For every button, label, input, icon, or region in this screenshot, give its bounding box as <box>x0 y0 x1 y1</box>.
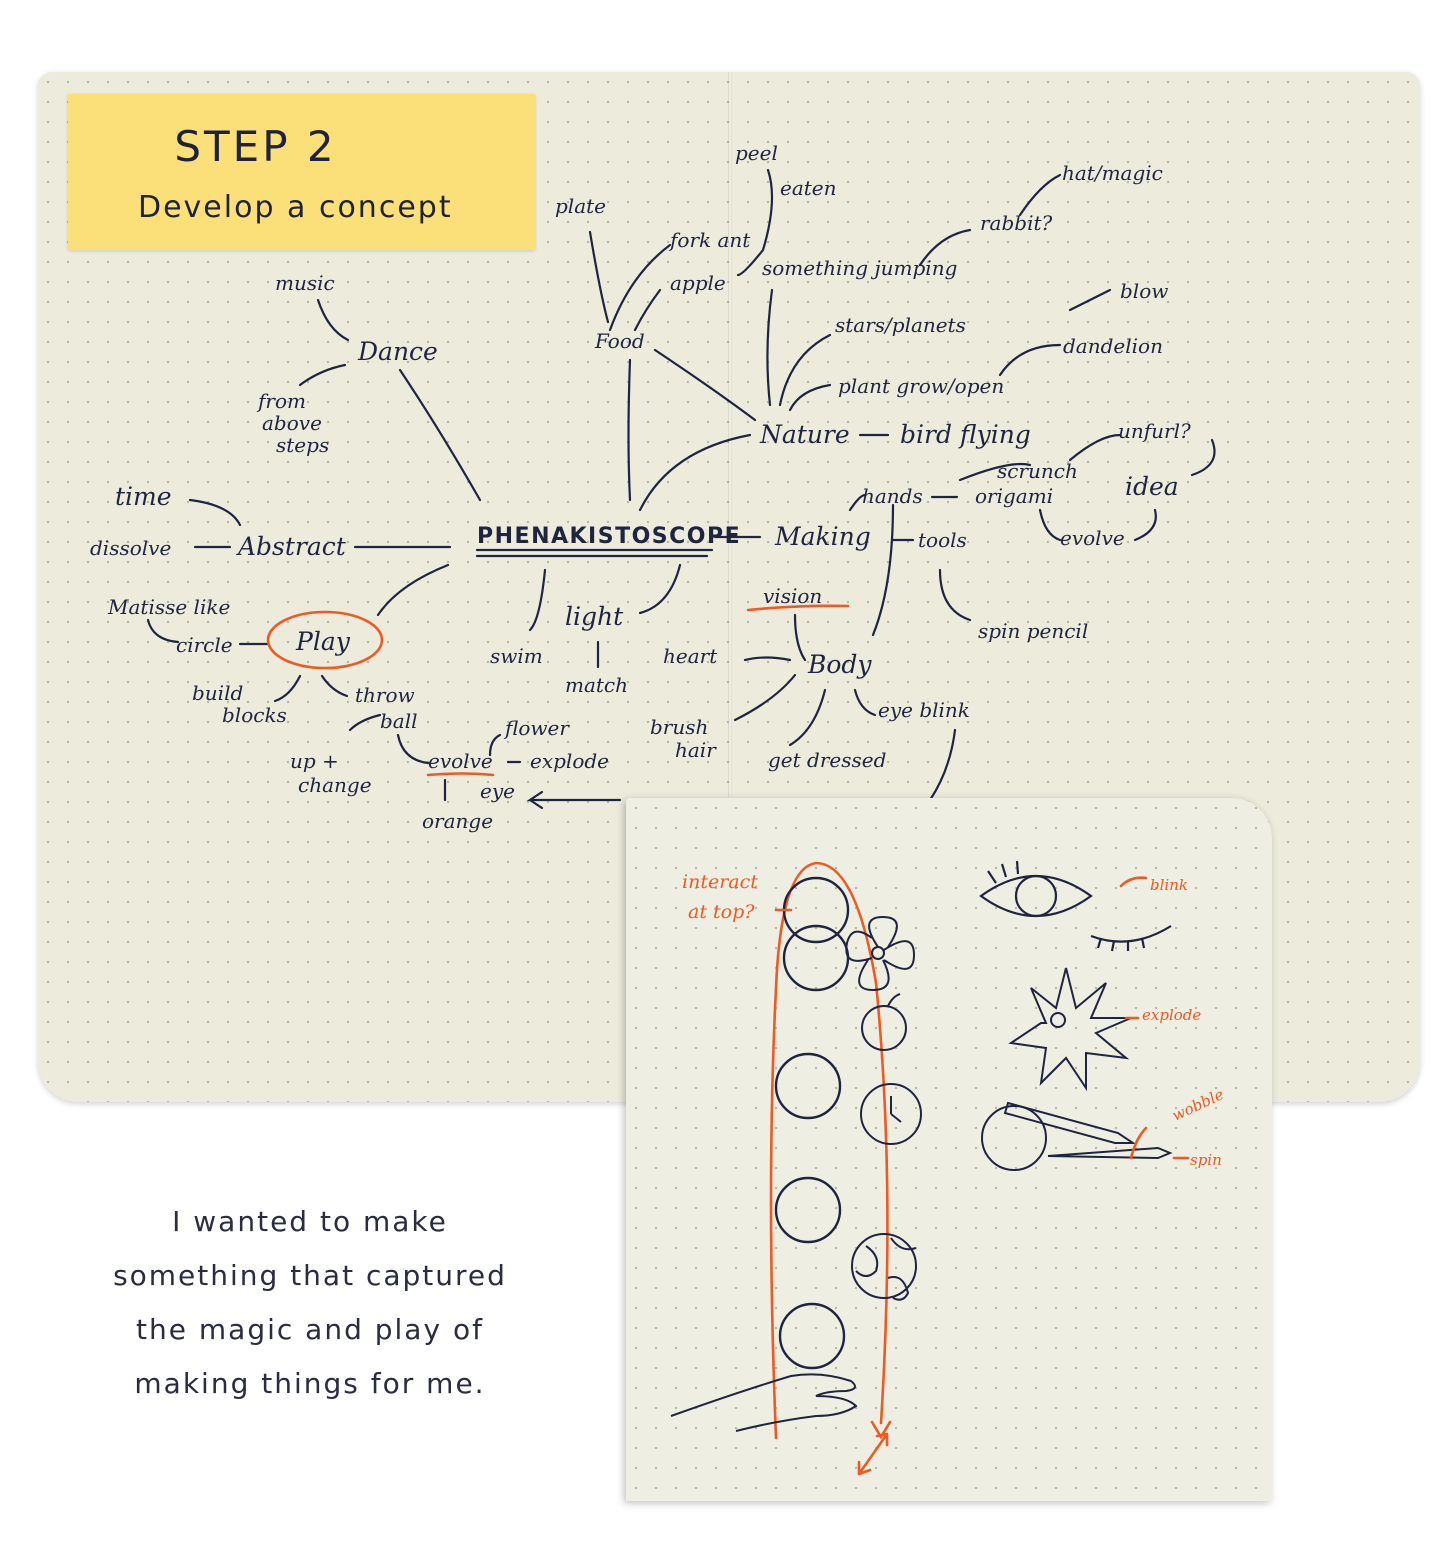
apple-icon <box>862 994 906 1050</box>
caption-line-1: I wanted to make <box>60 1195 560 1249</box>
caption: I wanted to make something that captured… <box>60 1195 560 1411</box>
eye-icon <box>981 861 1091 916</box>
note-blink: blink <box>1150 876 1188 894</box>
caption-line-2: something that captured <box>60 1249 560 1303</box>
caption-line-4: making things for me. <box>60 1357 560 1411</box>
ball-circles <box>776 878 848 1368</box>
motion-arrow <box>771 863 887 1438</box>
note-interact: interact <box>682 871 758 893</box>
sketch-drawings: interact at top? blink explode wobble sp… <box>626 798 1272 1501</box>
note-explode: explode <box>1142 1006 1201 1024</box>
sticky-note: STEP 2 Develop a concept <box>68 94 535 250</box>
note-at-top: at top? <box>688 901 755 923</box>
step-title: STEP 2 <box>22 122 489 171</box>
clock-icon <box>861 1084 921 1144</box>
caption-line-3: the magic and play of <box>60 1303 560 1357</box>
pencil-icon <box>982 1103 1170 1170</box>
step-subtitle: Develop a concept <box>138 190 453 225</box>
globe-icon <box>852 1234 916 1300</box>
explode-icon <box>1011 968 1131 1088</box>
note-wobble: wobble <box>1169 1085 1226 1125</box>
note-spin: spin <box>1190 1151 1222 1169</box>
closed-eye-icon <box>1091 926 1171 951</box>
sketch-page: interact at top? blink explode wobble sp… <box>626 798 1272 1501</box>
flower-icon <box>846 917 914 990</box>
hand-icon <box>671 1374 856 1431</box>
